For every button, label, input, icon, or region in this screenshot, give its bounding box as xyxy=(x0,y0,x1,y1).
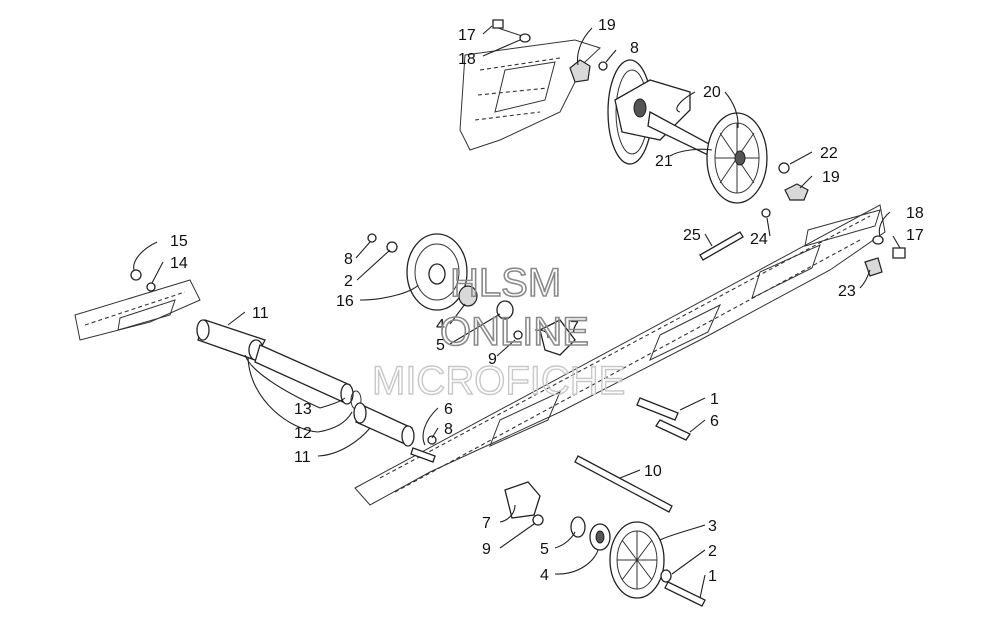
watermark: HLSM ONLINE MICROFICHE xyxy=(371,260,626,404)
callout-10: 10 xyxy=(644,463,662,480)
upper-wheel-assembly xyxy=(492,19,809,204)
callout-4: 4 xyxy=(436,317,445,334)
callout-17: 17 xyxy=(906,227,924,244)
callout-15: 15 xyxy=(170,233,188,250)
callout-2: 2 xyxy=(708,543,717,560)
callout-6: 6 xyxy=(710,413,719,430)
callout-9: 9 xyxy=(482,541,491,558)
callout-8: 8 xyxy=(630,40,639,57)
callout-13: 13 xyxy=(294,401,312,418)
callout-1: 1 xyxy=(710,391,719,408)
watermark-line-1: HLSM xyxy=(450,261,561,305)
callout-12: 12 xyxy=(294,425,312,442)
callout-18: 18 xyxy=(458,51,476,68)
callout-23: 23 xyxy=(838,283,856,300)
callout-3: 3 xyxy=(708,518,717,535)
callout-18: 18 xyxy=(906,205,924,222)
left-side-rail xyxy=(74,279,201,341)
callout-8: 8 xyxy=(344,251,353,268)
callout-9: 9 xyxy=(488,351,497,368)
watermark-line-3: MICROFICHE xyxy=(372,359,625,403)
callout-labels: 17 18 19 8 20 21 22 19 18 17 25 24 23 15… xyxy=(170,17,924,585)
callout-19: 19 xyxy=(822,169,840,186)
right-side-rail xyxy=(354,204,886,506)
callout-24: 24 xyxy=(750,231,768,248)
callout-11: 11 xyxy=(294,449,311,466)
callout-11: 11 xyxy=(252,305,269,322)
callout-21: 21 xyxy=(655,153,673,170)
callout-2: 2 xyxy=(344,273,353,290)
callout-16: 16 xyxy=(336,293,354,310)
callout-17: 17 xyxy=(458,27,476,44)
upper-rail xyxy=(459,39,601,151)
callout-6: 6 xyxy=(444,401,453,418)
callout-20: 20 xyxy=(703,84,721,101)
callout-7: 7 xyxy=(570,319,579,336)
callout-4: 4 xyxy=(540,567,549,584)
callout-5: 5 xyxy=(436,337,445,354)
callout-22: 22 xyxy=(820,145,838,162)
watermark-line-2: ONLINE xyxy=(440,310,589,354)
right-small-parts xyxy=(130,208,906,292)
callout-1: 1 xyxy=(708,568,717,585)
leader-lines xyxy=(133,25,901,599)
callout-7: 7 xyxy=(482,515,491,532)
callout-8: 8 xyxy=(444,421,453,438)
middle-wheel xyxy=(367,233,576,356)
lower-wheel-assembly xyxy=(504,397,706,607)
callout-25: 25 xyxy=(683,227,701,244)
callout-5: 5 xyxy=(540,541,549,558)
callout-19: 19 xyxy=(598,17,616,34)
callout-14: 14 xyxy=(170,255,188,272)
